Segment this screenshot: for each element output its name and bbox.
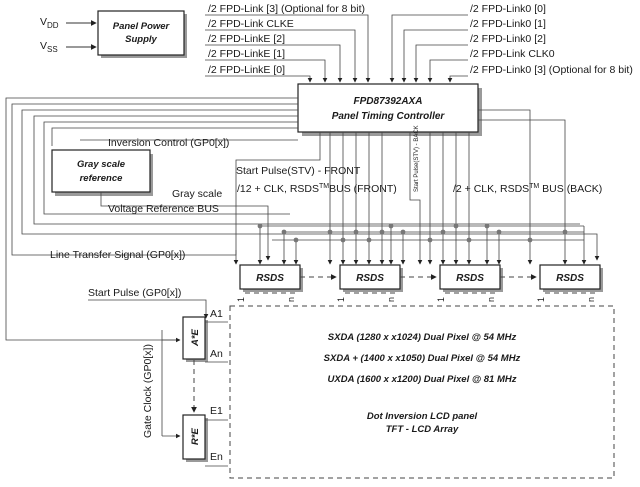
pin-e1: E1	[210, 405, 223, 417]
timing-controller: FPD87392AXA Panel Timing Controller	[297, 83, 482, 136]
panel-desc-2: TFT - LCD Array	[386, 424, 459, 435]
rsds-pin-labels: 1 n 1 n 1 n 1 n	[236, 297, 596, 302]
panel-mode-1: SXDA (1280 x x1024) Dual Pixel @ 54 MHz	[328, 332, 517, 343]
start-pulse-label: Start Pulse (GP0[x])	[88, 287, 181, 299]
gate-driver-upper	[182, 316, 206, 360]
gate-clock-label: Gate Clock (GP0[x])	[142, 344, 154, 438]
rsds-block-4: RSDS	[539, 264, 603, 292]
power-supply-section: VDD VSS Panel Power Supply	[40, 10, 187, 58]
right-input-1: /2 FPD-Link0 [1]	[470, 18, 546, 30]
gray-ref-line2: reference	[80, 173, 123, 184]
right-input-2: /2 FPD-Link0 [2]	[470, 33, 546, 45]
left-input-signals: /2 FPD-Link [3] (Optional for 8 bit) /2 …	[205, 3, 371, 83]
gate-driver-lower-label: R*E	[190, 427, 201, 445]
left-input-2: /2 FPD-LinkE [2]	[208, 33, 285, 45]
panel-mode-2: SXDA + (1400 x x1050) Dual Pixel @ 54 MH…	[324, 353, 521, 364]
svg-text:n: n	[386, 297, 396, 302]
right-input-4: /2 FPD-Link0 [3] (Optional for 8 bit)	[470, 64, 633, 76]
panel-mode-3: UXDA (1600 x x1200) Dual Pixel @ 81 MHz	[328, 374, 517, 385]
svg-text:RSDS: RSDS	[456, 273, 484, 284]
vdd-label: VDD	[40, 16, 59, 30]
gate-drivers: A*E R*E A1 An E1 En	[88, 299, 228, 467]
gray-scale-label: Gray scale	[172, 188, 222, 200]
power-supply-line2: Supply	[125, 34, 157, 45]
back-bus-label: /2 + CLK, RSDSTM BUS (BACK)	[453, 183, 602, 195]
gray-ref-line1: Gray scale	[77, 159, 126, 170]
panel-power-supply-box	[97, 10, 185, 56]
gray-scale-reference: Gray scale reference	[51, 149, 271, 261]
pin-en: En	[210, 451, 223, 463]
pin-a1: A1	[210, 308, 223, 320]
start-pulse-front-label: Start Pulse(STV) - FRONT	[236, 165, 361, 177]
left-input-0: /2 FPD-Link [3] (Optional for 8 bit)	[208, 3, 365, 15]
vss-label: VSS	[40, 40, 58, 54]
svg-text:RSDS: RSDS	[256, 273, 284, 284]
power-supply-line1: Panel Power	[113, 21, 171, 32]
lcd-panel: SXDA (1280 x x1024) Dual Pixel @ 54 MHz …	[229, 305, 615, 479]
right-input-signals: /2 FPD-Link0 [0] /2 FPD-Link0 [1] /2 FPD…	[389, 3, 633, 83]
left-input-1: /2 FPD-Link CLKE	[208, 18, 294, 30]
start-pulse-back-label: Start Pulse(STV) - BACK	[414, 125, 420, 192]
controller-left-outputs	[5, 97, 600, 341]
left-input-4: /2 FPD-LinkE [0]	[208, 64, 285, 76]
svg-text:n: n	[586, 297, 596, 302]
lcd-panel-border	[229, 305, 615, 479]
svg-text:RSDS: RSDS	[556, 273, 584, 284]
controller-part-number: FPD87392AXA	[354, 96, 423, 107]
controller-name: Panel Timing Controller	[332, 111, 446, 122]
panel-desc-1: Dot Inversion LCD panel	[367, 411, 478, 422]
gray-scale-reference-box	[51, 149, 151, 193]
left-input-3: /2 FPD-LinkE [1]	[208, 48, 285, 60]
gate-driver-upper-label: A*E	[190, 328, 201, 347]
front-bus-label: /12 + CLK, RSDSTMBUS (FRONT)	[237, 183, 397, 195]
pin-an: An	[210, 348, 223, 360]
rsds-block-1: RSDS	[239, 264, 303, 292]
right-input-0: /2 FPD-Link0 [0]	[470, 3, 546, 15]
svg-text:1: 1	[436, 297, 446, 302]
gate-driver-lower	[182, 414, 206, 460]
right-input-3: /2 FPD-Link CLK0	[470, 48, 555, 60]
inversion-control-label: Inversion Control (GP0[x])	[108, 137, 229, 149]
svg-text:1: 1	[336, 297, 346, 302]
timing-controller-box	[297, 83, 479, 133]
svg-text:1: 1	[536, 297, 546, 302]
rsds-block-3: RSDS	[439, 264, 503, 292]
line-transfer-label: Line Transfer Signal (GP0[x])	[50, 249, 185, 261]
rsds-drivers: RSDS RSDS RSDS RSDS	[239, 264, 603, 294]
rsds-block-2: RSDS	[339, 264, 403, 292]
voltage-reference-label: Voltage Reference BUS	[108, 203, 219, 215]
svg-text:1: 1	[236, 297, 246, 302]
bus-junction-dots	[257, 223, 568, 243]
svg-text:n: n	[486, 297, 496, 302]
svg-text:RSDS: RSDS	[356, 273, 384, 284]
svg-text:n: n	[286, 297, 296, 302]
